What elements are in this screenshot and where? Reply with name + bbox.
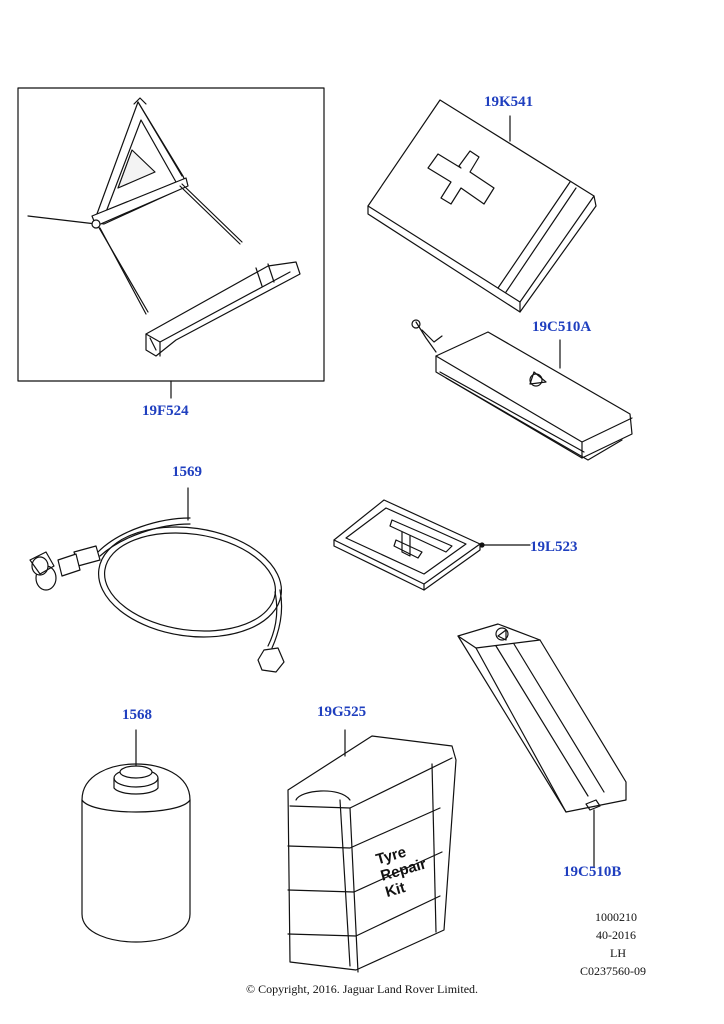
storage-bag-b	[457, 623, 627, 867]
ref-line-2: 40-2016	[596, 928, 636, 942]
callout-tyre-repair-kit: 19G525	[317, 704, 367, 720]
tyre-repair-kit	[287, 729, 457, 973]
callout-inflator-hose: 1569	[172, 464, 202, 480]
ref-line-4: C0237560-09	[580, 964, 646, 978]
copyright-text: © Copyright, 2016. Jaguar Land Rover Lim…	[245, 982, 479, 996]
inflator-hose	[29, 487, 285, 673]
callout-storage-bag-b: 19C510B	[563, 864, 622, 880]
tool-tray	[333, 499, 531, 591]
sealant-bottle	[81, 729, 191, 943]
warning-triangle-kit	[17, 87, 325, 399]
callout-first-aid-kit: 19K541	[484, 94, 534, 110]
callout-sealant-bottle: 1568	[122, 707, 152, 723]
callout-tool-tray: 19L523	[530, 539, 578, 555]
callout-storage-bag-a: 19C510A	[532, 319, 592, 335]
first-aid-kit	[367, 99, 597, 313]
storage-bag-a	[411, 319, 633, 461]
callout-warning-triangle-kit: 19F524	[142, 403, 189, 419]
ref-line-1: 1000210	[595, 910, 637, 924]
ref-line-3: LH	[610, 946, 626, 960]
